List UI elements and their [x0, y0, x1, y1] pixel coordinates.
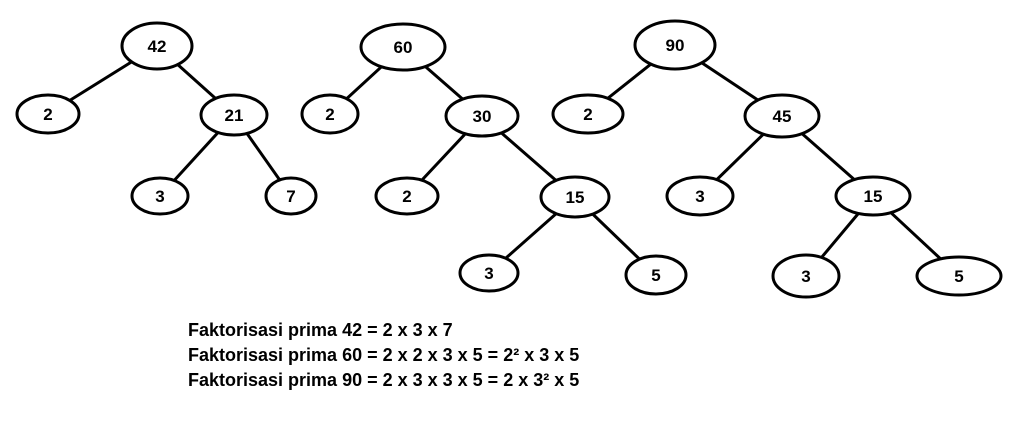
- tree-node: 2: [551, 93, 625, 135]
- factorization-summary: Faktorisasi prima 42 = 2 x 3 x 7 Faktori…: [188, 318, 579, 393]
- tree-node: 2: [300, 93, 360, 135]
- tree-node: 5: [624, 254, 688, 296]
- node-ellipse: [551, 93, 625, 135]
- node-ellipse: [915, 255, 1003, 297]
- formula-90: Faktorisasi prima 90 = 2 x 3 x 3 x 5 = 2…: [188, 370, 580, 390]
- tree-node: 60: [359, 22, 447, 72]
- node-ellipse: [539, 175, 611, 219]
- node-ellipse: [15, 93, 81, 135]
- tree-90: 90 2 45 3 15 3 5: [551, 19, 1003, 299]
- tree-node: 3: [665, 175, 735, 217]
- formula-42: Faktorisasi prima 42 = 2 x 3 x 7: [188, 320, 453, 340]
- node-label: 3: [484, 264, 493, 283]
- tree-node: 45: [743, 93, 821, 139]
- node-ellipse: [359, 22, 447, 72]
- node-label: 30: [473, 107, 492, 126]
- node-label: 42: [148, 37, 167, 56]
- node-ellipse: [624, 254, 688, 296]
- node-ellipse: [458, 253, 520, 293]
- node-label: 45: [773, 107, 792, 126]
- node-label: 15: [566, 188, 585, 207]
- tree-node: 3: [130, 176, 190, 216]
- tree-node: 7: [264, 176, 318, 216]
- node-label: 7: [286, 187, 295, 206]
- node-ellipse: [130, 176, 190, 216]
- node-ellipse: [633, 19, 717, 71]
- node-ellipse: [264, 176, 318, 216]
- node-ellipse: [199, 93, 269, 137]
- node-label: 2: [43, 105, 52, 124]
- node-label: 5: [954, 267, 963, 286]
- node-label: 21: [225, 106, 244, 125]
- tree-node: 30: [444, 94, 520, 138]
- formula-60: Faktorisasi prima 60 = 2 x 2 x 3 x 5 = 2…: [188, 345, 580, 365]
- tree-node: 42: [120, 21, 194, 71]
- node-label: 90: [666, 36, 685, 55]
- tree-node: 2: [15, 93, 81, 135]
- tree-node: 21: [199, 93, 269, 137]
- tree-node: 3: [458, 253, 520, 293]
- node-ellipse: [374, 176, 440, 216]
- tree-node: 2: [374, 176, 440, 216]
- node-label: 60: [394, 38, 413, 57]
- node-label: 3: [801, 267, 810, 286]
- node-label: 15: [864, 187, 883, 206]
- tree-42: 42 2 21 3 7: [15, 21, 318, 216]
- tree-node: 15: [834, 175, 912, 217]
- node-label: 3: [155, 187, 164, 206]
- node-label: 3: [695, 187, 704, 206]
- node-label: 5: [651, 266, 660, 285]
- node-ellipse: [300, 93, 360, 135]
- node-ellipse: [834, 175, 912, 217]
- tree-node: 90: [633, 19, 717, 71]
- node-ellipse: [743, 93, 821, 139]
- node-ellipse: [665, 175, 735, 217]
- node-ellipse: [444, 94, 520, 138]
- node-label: 2: [325, 105, 334, 124]
- tree-node: 15: [539, 175, 611, 219]
- tree-node: 3: [771, 253, 841, 299]
- tree-60: 60 2 30 2 15 3 5: [300, 22, 688, 296]
- tree-node: 5: [915, 255, 1003, 297]
- node-ellipse: [120, 21, 194, 71]
- node-ellipse: [771, 253, 841, 299]
- node-label: 2: [402, 187, 411, 206]
- node-label: 2: [583, 105, 592, 124]
